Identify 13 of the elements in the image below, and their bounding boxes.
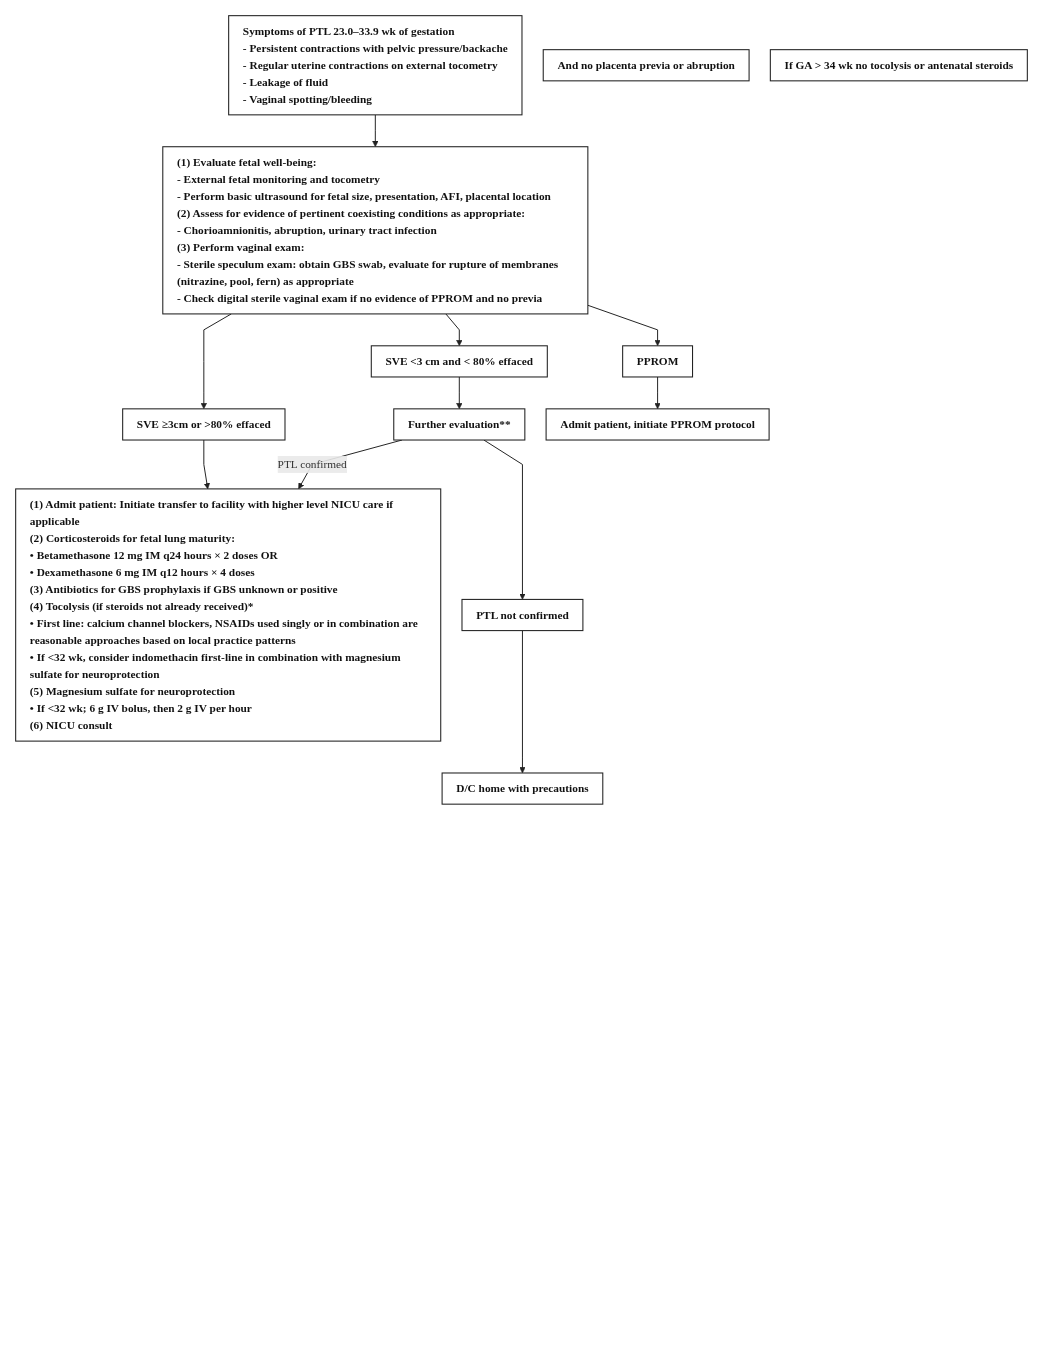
node-box: If GA > 34 wk no tocolysis or antenatal steroids [769, 49, 1028, 82]
node-box: SVE ≥3cm or >80% effaced [122, 408, 286, 441]
node-box: D/C home with precautions [441, 772, 604, 805]
node-box: Admit patient, initiate PPROM protocol [545, 408, 770, 441]
node-box: (1) Evaluate fetal well-being: - External fetal monitoring and tocometry - Perform basic ultrasound for fetal size, presentation, AFI, placental location (2) Assess for evidence of pertinent coexisting conditions as appropriate: - Chorioamnionitis, abruption, urinary tract infection (3) Perform vaginal exam: - Sterile speculum exam: obtain GBS swab, evaluate for rupture of membranes (nitrazine, pool, fern) as appropriate - Check digital sterile vaginal exam if no evidence of PPROM and no previa [162, 146, 589, 315]
node-box: Further evaluation** [393, 408, 526, 441]
node-box: PTL not confirmed [461, 598, 584, 632]
node-box: And no placenta previa or abruption [542, 49, 750, 82]
node-box: PPROM [622, 345, 694, 378]
node-box: Symptoms of PTL 23.0–33.9 wk of gestation - Persistent contractions with pelvic pressure/backache - Regular uterine contractions on external tocometry - Leakage of fluid - Vaginal spotting/bleeding [228, 15, 523, 116]
node-box: SVE <3 cm and < 80% effaced [370, 345, 548, 378]
edge-label: PTL confirmed [277, 458, 347, 471]
node-box: (1) Admit patient: Initiate transfer to facility with higher level NICU care if applicable (2) Corticosteroids for fetal lung maturity: • Betamethasone 12 mg IM q24 hours × 2 doses OR • Dexamethasone 6 mg IM q12 hours × 4 doses (3) Antibiotics for GBS prophylaxis if GBS unknown or positive (4) Tocolysis (if steroids not already received)* • First line: calcium channel blockers, NSAIDs used singly or in combination are reasonable approaches based on local practice patterns • If <32 wk, consider indomethacin first-line in combination with magnesium sulfate for neuroprotection (5) Magnesium sulfate for neuroprotection • If <32 wk; 6 g IV bolus, then 2 g IV per hour (6) NICU consult [15, 488, 442, 742]
